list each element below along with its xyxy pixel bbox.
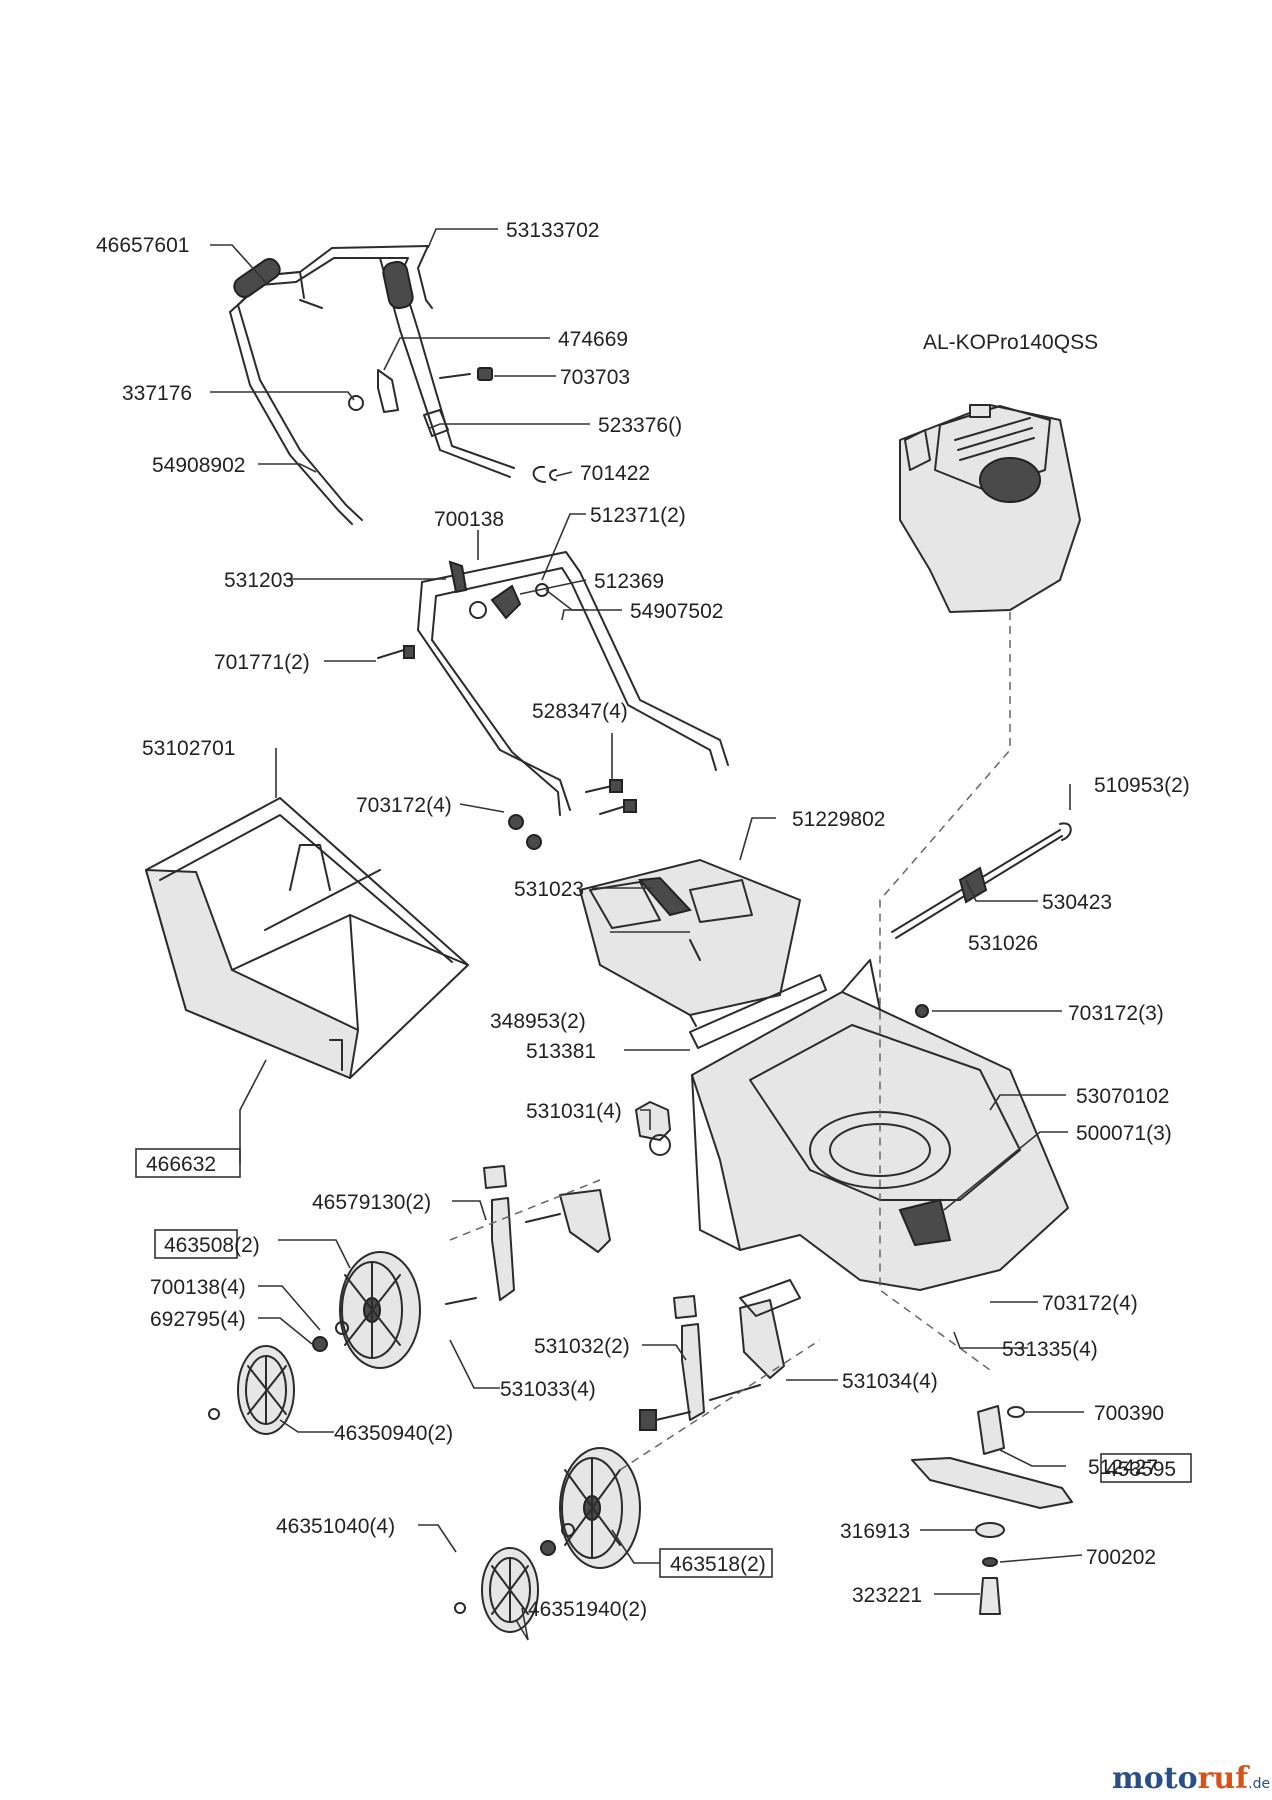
engine-drawing bbox=[899, 404, 1081, 613]
label-531335: 531335(4) bbox=[1002, 1338, 1098, 1361]
label-46657601: 46657601 bbox=[96, 234, 189, 257]
label-531023: 531023 bbox=[514, 878, 584, 901]
lower-handle-drawing bbox=[377, 551, 729, 816]
label-531203: 531203 bbox=[224, 569, 294, 592]
label-531031: 531031(4) bbox=[526, 1100, 622, 1123]
label-53133702: 53133702 bbox=[506, 219, 599, 242]
blade-stack-drawing bbox=[911, 1405, 1073, 1615]
label-528347: 528347(4) bbox=[532, 700, 628, 723]
label-453595: 453595 bbox=[1106, 1458, 1176, 1481]
assembly-guides bbox=[449, 612, 1011, 1471]
label-703172-4b: 703172(4) bbox=[1042, 1292, 1138, 1315]
grass-catcher-drawing bbox=[145, 797, 469, 1079]
label-boxes bbox=[135, 1148, 1192, 1578]
label-513381: 513381 bbox=[526, 1040, 596, 1063]
wheel-1-drawing bbox=[312, 1251, 421, 1369]
part-labels: AL-KOPro140QSS 46657601 53133702 474669 … bbox=[96, 219, 1190, 1621]
label-700138-4: 700138(4) bbox=[150, 1276, 246, 1299]
label-53070102: 53070102 bbox=[1076, 1085, 1169, 1108]
engine-model-label: AL-KOPro140QSS bbox=[923, 331, 1098, 354]
label-323221: 323221 bbox=[852, 1584, 922, 1607]
label-54907502: 54907502 bbox=[630, 600, 723, 623]
label-512369: 512369 bbox=[594, 570, 664, 593]
label-348953: 348953(2) bbox=[490, 1010, 586, 1033]
label-337176: 337176 bbox=[122, 382, 192, 405]
label-46351940: 46351940(2) bbox=[528, 1598, 647, 1621]
label-701771: 701771(2) bbox=[214, 651, 310, 674]
front-axle-drawing bbox=[891, 822, 1072, 1018]
label-463518: 463518(2) bbox=[670, 1553, 766, 1576]
lever-drawing bbox=[348, 367, 557, 483]
label-692795: 692795(4) bbox=[150, 1308, 246, 1331]
label-700202: 700202 bbox=[1086, 1546, 1156, 1569]
label-46579130: 46579130(2) bbox=[312, 1191, 431, 1214]
label-701422: 701422 bbox=[580, 462, 650, 485]
svg-text:motoruf.de: motoruf.de bbox=[1112, 1761, 1270, 1796]
wheel-2-drawing bbox=[540, 1447, 641, 1569]
label-316913: 316913 bbox=[840, 1520, 910, 1543]
label-466632: 466632 bbox=[146, 1153, 216, 1176]
label-703172-3: 703172(3) bbox=[1068, 1002, 1164, 1025]
rear-flap-drawing bbox=[579, 859, 801, 1027]
label-46351040: 46351040(4) bbox=[276, 1515, 395, 1538]
label-510953: 510953(2) bbox=[1094, 774, 1190, 797]
deflector-drawing bbox=[689, 974, 827, 1049]
label-531032: 531032(2) bbox=[534, 1335, 630, 1358]
label-51229802: 51229802 bbox=[792, 808, 885, 831]
label-703172-4a: 703172(4) bbox=[356, 794, 452, 817]
label-53102701: 53102701 bbox=[142, 737, 235, 760]
label-512427: 512427 bbox=[1088, 1456, 1158, 1479]
label-474669: 474669 bbox=[558, 328, 628, 351]
label-523376: 523376() bbox=[598, 414, 682, 437]
label-512371: 512371(2) bbox=[590, 504, 686, 527]
label-530423: 530423 bbox=[1042, 891, 1112, 914]
label-700390: 700390 bbox=[1094, 1402, 1164, 1425]
upper-handle-drawing bbox=[229, 245, 515, 525]
label-700138: 700138 bbox=[434, 508, 504, 531]
label-46350940: 46350940(2) bbox=[334, 1422, 453, 1445]
label-531026: 531026 bbox=[968, 932, 1038, 955]
leader-lines bbox=[210, 228, 1084, 1641]
label-703703: 703703 bbox=[560, 366, 630, 389]
rear-wheel-assembly-drawing bbox=[445, 1101, 801, 1431]
label-500071: 500071(3) bbox=[1076, 1122, 1172, 1145]
label-531034: 531034(4) bbox=[842, 1370, 938, 1393]
watermark-logo: motoruf.de bbox=[1112, 1761, 1270, 1796]
hubcap-1-drawing bbox=[208, 1345, 295, 1435]
label-463508: 463508(2) bbox=[164, 1234, 260, 1257]
label-54908902: 54908902 bbox=[152, 454, 245, 477]
label-531033: 531033(4) bbox=[500, 1378, 596, 1401]
bolts-drawing bbox=[508, 779, 637, 850]
hubcap-2-drawing bbox=[454, 1547, 539, 1633]
